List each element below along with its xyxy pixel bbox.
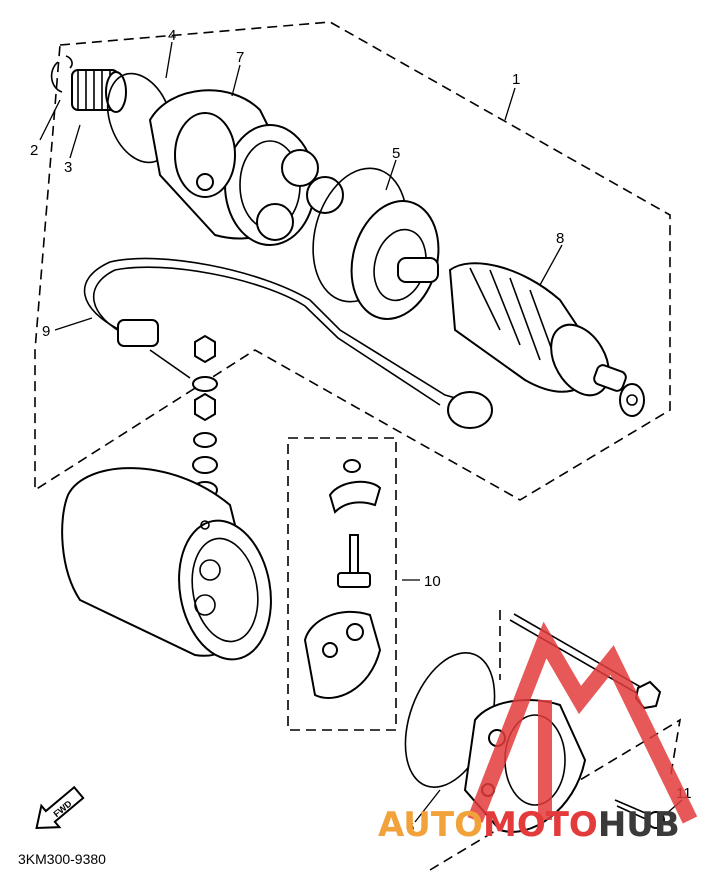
watermark-part-a: AUTO — [378, 805, 483, 845]
callout-3: 3 — [64, 159, 72, 176]
planetary-gears — [256, 149, 344, 241]
callout-7: 7 — [236, 49, 244, 66]
callout-6: 6 — [406, 819, 414, 836]
circlip-part — [50, 55, 73, 93]
brush-group-outline — [287, 437, 397, 731]
screw-part — [614, 799, 665, 829]
callout-5: 5 — [392, 145, 400, 162]
armature-part — [448, 262, 645, 417]
pinion-gear-part — [71, 69, 127, 113]
callout-10: 10 — [424, 573, 441, 590]
watermark-text: AUTOMOTOHUB — [378, 805, 680, 845]
callout-4: 4 — [168, 27, 176, 44]
fwd-arrow-icon: FWD — [35, 785, 85, 830]
yoke-part — [61, 467, 272, 661]
nuts-and-washers — [192, 334, 218, 499]
callout-2: 2 — [30, 142, 38, 159]
assembly-outline — [34, 21, 671, 501]
watermark-part-b: MOTO — [483, 805, 598, 845]
lead-wire-part — [83, 257, 493, 429]
gear-plate-part — [350, 200, 440, 320]
callout-1: 1 — [512, 71, 520, 88]
leader-lines — [39, 41, 683, 823]
watermark-part-c: HUB — [598, 805, 680, 845]
watermark-logo: AUTOMOTOHUB — [378, 621, 698, 845]
rear-cover-part — [404, 652, 587, 833]
callout-9: 9 — [42, 323, 50, 340]
drawing-code: 3KM300-9380 — [18, 851, 106, 867]
callout-8: 8 — [556, 230, 564, 247]
watermark-mountain-icon — [467, 621, 698, 824]
brush-holder-part — [303, 459, 382, 699]
